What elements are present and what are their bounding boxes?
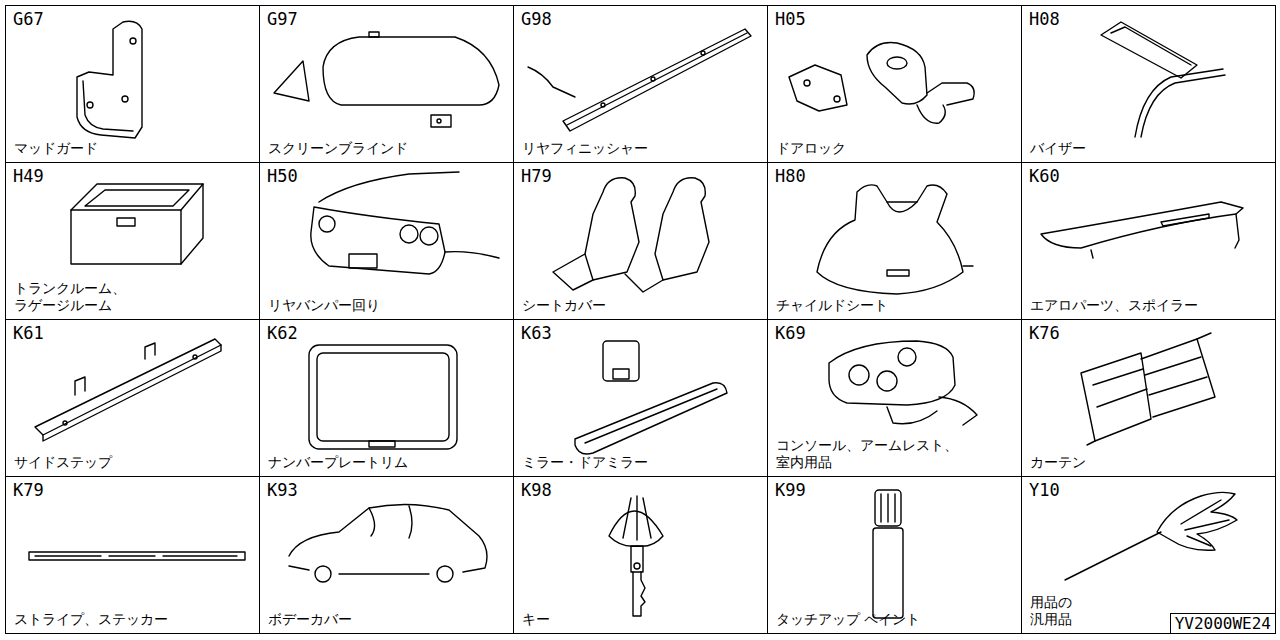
part-code: G98 [521,9,552,29]
part-cell: H08 バイザー [1021,5,1276,163]
part-code: H05 [775,9,806,29]
part-name: タッチアップ ペイント [776,611,920,628]
rear-finisher-figure [528,29,751,131]
part-cell: H50 リヤバンパー回り [259,162,514,320]
part-cell: G98 リヤフィニッシャー [513,5,768,163]
part-name: チャイルドシート [776,297,888,314]
part-code: K63 [521,323,552,343]
part-cell: K93 ボデーカバー [259,476,514,634]
part-name: ミラー・ドアミラー [522,454,648,471]
part-cell: K61 サイドステップ [5,319,260,477]
part-name: マッドガード [14,140,98,157]
part-cell: K99 タッチアップ ペイント [767,476,1022,634]
mirror-figure [575,341,727,454]
part-cell: K69 コンソール、アームレスト、 室内用品 [767,319,1022,477]
part-code: H49 [13,166,44,186]
part-code: K62 [267,323,298,343]
mud-guard-figure [77,21,142,138]
part-name: 用品の 汎用品 [1030,594,1086,628]
part-cell: H49 トランクルーム、 ラゲージルーム [5,162,260,320]
part-name: ドアロック [776,140,846,157]
part-cell: H80 チャイルドシート [767,162,1022,320]
part-cell: H05 ドアロック [767,5,1022,163]
part-name: カーテン [1030,454,1086,471]
part-name: リヤバンパー回り [268,297,380,314]
part-cell: H79 シートカバー [513,162,768,320]
part-code: H80 [775,166,806,186]
part-code: Y10 [1029,480,1060,500]
curtain-figure [1081,333,1215,445]
part-code: K98 [521,480,552,500]
part-code: H79 [521,166,552,186]
rear-bumper-figure [311,172,499,274]
part-name: キー [522,611,550,628]
child-seat-figure [817,185,973,294]
trunk-box-figure [71,184,203,264]
part-cell: Y10 用品の 汎用品 [1021,476,1276,634]
part-code: H08 [1029,9,1060,29]
part-name: コンソール、アームレスト、 室内用品 [776,437,979,471]
body-cover-figure [289,504,487,582]
part-name: トランクルーム、 ラゲージルーム [14,280,154,314]
key-figure [609,496,663,616]
duster-figure [1065,492,1237,580]
part-code: K93 [267,480,298,500]
part-cell: K76 カーテン [1021,319,1276,477]
part-name: シートカバー [522,297,606,314]
drawing-number: YV2000WE24 [1170,613,1276,634]
part-cell: K63 ミラー・ドアミラー [513,319,768,477]
part-cell: K79 ストライプ、ステッカー [5,476,260,634]
part-code: K76 [1029,323,1060,343]
part-code: K61 [13,323,44,343]
door-lock-figure [789,43,974,124]
paint-bottle-figure [873,490,903,618]
part-code: K60 [1029,166,1060,186]
part-name: サイドステップ [14,454,112,471]
part-cell: G67 マッドガード [5,5,260,163]
part-cell: G97 スクリーンブラインド [259,5,514,163]
part-name: バイザー [1030,140,1086,157]
screen-blind-figure [274,32,499,127]
plate-trim-figure [309,345,457,449]
stripe-figure [29,552,245,560]
spoiler-figure [1041,202,1243,258]
part-name: リヤフィニッシャー [522,140,648,157]
seat-cover-figure [553,178,709,292]
part-name: ナンバープレートリム [268,454,408,471]
part-code: H50 [267,166,298,186]
part-name: スクリーンブラインド [268,140,408,157]
part-cell: K98 キー [513,476,768,634]
part-code: G67 [13,9,44,29]
part-cell: K62 ナンバープレートリム [259,319,514,477]
console-figure [829,341,977,425]
part-code: K79 [13,480,44,500]
part-name: ボデーカバー [268,611,352,628]
visor-figure [1101,22,1225,137]
part-name: ストライプ、ステッカー [14,611,168,628]
part-name: エアロパーツ、スポイラー [1030,297,1198,314]
part-code: G97 [267,9,298,29]
part-cell: K60 エアロパーツ、スポイラー [1021,162,1276,320]
side-step-figure [35,339,221,441]
part-code: K99 [775,480,806,500]
part-code: K69 [775,323,806,343]
